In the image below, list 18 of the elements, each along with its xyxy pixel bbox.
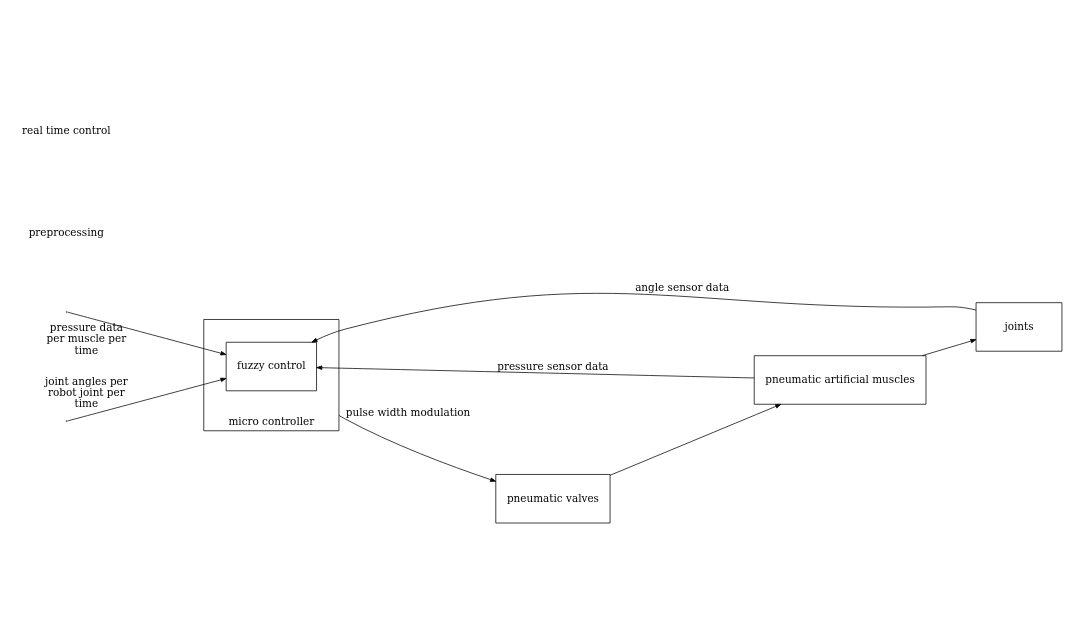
edge-label: pulse width modulation	[345, 405, 471, 418]
arrow	[338, 414, 497, 482]
arrow	[316, 365, 755, 378]
edge-label: angle sensor data	[635, 280, 730, 293]
node-box: joints	[975, 301, 1063, 352]
arrow	[921, 338, 977, 356]
arrow	[66, 377, 227, 421]
label: preprocessing	[28, 225, 104, 238]
node-box: pneumatic artificial muscles	[753, 354, 927, 405]
arrow	[609, 403, 782, 476]
node-box: fuzzy control	[225, 341, 317, 391]
node-box: pneumatic valves	[495, 473, 611, 523]
edge-label: pressure sensor data	[497, 359, 609, 372]
arrow	[311, 292, 977, 343]
arrow	[66, 311, 227, 355]
label: real time control	[22, 123, 111, 136]
edge-label: joint angles per robot joint per time	[45, 374, 128, 409]
edge-label: pressure data per muscle per time	[46, 320, 127, 356]
